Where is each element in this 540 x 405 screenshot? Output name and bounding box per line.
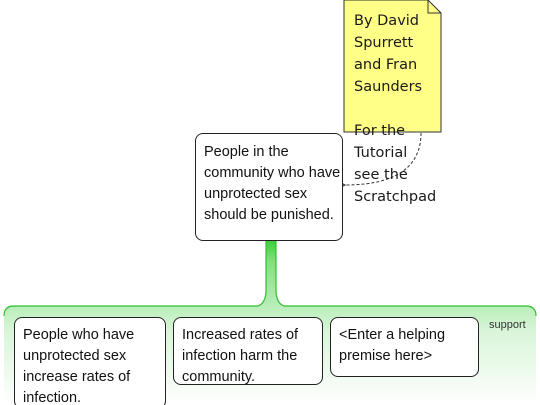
- premise-box[interactable]: Increased rates of infection harm the co…: [173, 317, 323, 385]
- premise-box[interactable]: People who have unprotected sex increase…: [14, 317, 166, 405]
- note-connector-arrow: [345, 132, 422, 185]
- premise-text: Increased rates of infection harm the co…: [182, 327, 299, 385]
- premise-text: People who have unprotected sex increase…: [23, 327, 135, 405]
- note-fold: [427, 0, 441, 14]
- support-region-edge: [3, 241, 537, 317]
- support-label: support: [489, 319, 526, 331]
- sticky-note[interactable]: By David Spurrett and Fran Saunders For …: [344, 0, 441, 205]
- claim-text: People in the community who have unprote…: [204, 144, 341, 223]
- premise-box[interactable]: <Enter a helping premise here>: [330, 317, 479, 377]
- premise-text: <Enter a helping premise here>: [339, 327, 446, 364]
- note-shape[interactable]: [343, 0, 442, 133]
- sticky-note-text: By David Spurrett and Fran Saunders For …: [354, 13, 437, 205]
- claim-box[interactable]: People in the community who have unprote…: [195, 133, 343, 241]
